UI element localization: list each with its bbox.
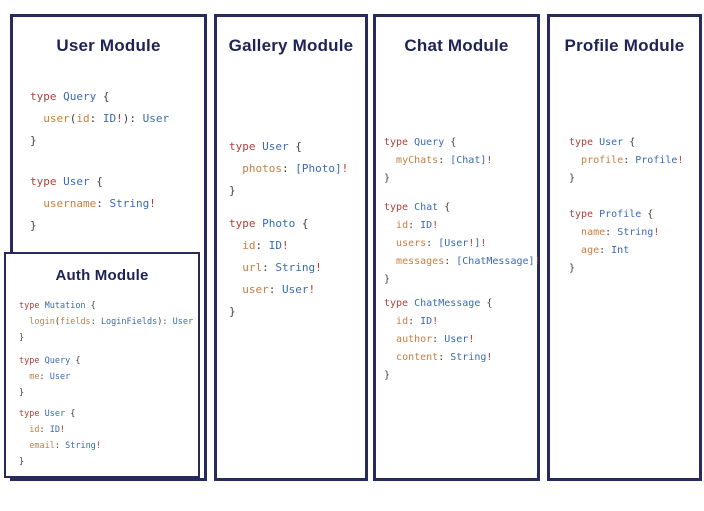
code-line: type ChatMessage {	[384, 298, 493, 309]
code-line: type User {	[19, 409, 76, 419]
code-line: me: User	[29, 372, 71, 382]
gallery-module-title: Gallery Module	[228, 36, 354, 55]
code-line: }	[384, 370, 391, 381]
code-line: type User {	[30, 175, 103, 188]
code-line: id: ID!	[396, 220, 439, 231]
code-line: type Query {	[19, 356, 81, 366]
code-line: messages: [ChatMessage]!	[396, 256, 541, 267]
code-line: profile: Profile!	[581, 155, 684, 166]
user-module-code-query: type Query { user(id: ID!): User}	[30, 86, 169, 152]
code-line: }	[30, 134, 37, 147]
code-line: }	[569, 263, 576, 274]
code-line: }	[19, 333, 25, 343]
code-line: users: [User!]!	[396, 238, 487, 249]
auth-module-title: Auth Module	[55, 267, 149, 284]
code-line: }	[19, 388, 25, 398]
code-line: type Mutation {	[19, 301, 96, 311]
gallery-module-code-user: type User { photos: [Photo]!}	[229, 136, 348, 202]
auth-module-panel: Auth Module type Mutation { login(fields…	[4, 252, 200, 478]
code-line: user: User!	[242, 283, 316, 296]
profile-module-panel: Profile Module type User { profile: Prof…	[547, 14, 702, 481]
code-line: type Photo {	[229, 217, 309, 230]
user-module-title: User Module	[56, 36, 161, 55]
code-line: }	[19, 457, 25, 467]
user-module-code-user: type User { username: String!}	[30, 171, 156, 237]
profile-module-title: Profile Module	[564, 36, 685, 55]
code-line: email: String!	[29, 441, 101, 451]
chat-module-code-chat: type Chat { id: ID! users: [User!]! mess…	[384, 199, 541, 289]
code-line: content: String!	[396, 352, 493, 363]
code-line: username: String!	[43, 197, 156, 210]
profile-module-code-user: type User { profile: Profile!}	[569, 134, 683, 188]
code-line: photos: [Photo]!	[242, 162, 349, 175]
code-line: user(id: ID!): User	[43, 112, 170, 125]
code-line: type Profile {	[569, 209, 654, 220]
auth-module-code-mutation: type Mutation { login(fields: LoginField…	[19, 298, 193, 346]
code-line: author: User!	[396, 334, 475, 345]
code-line: age: Int	[581, 245, 630, 256]
code-line: name: String!	[581, 227, 660, 238]
code-line: type Chat {	[384, 202, 451, 213]
code-line: }	[569, 173, 576, 184]
code-line: type Query {	[30, 90, 110, 103]
chat-module-code-chatmessage: type ChatMessage { id: ID! author: User!…	[384, 295, 492, 385]
code-line: }	[229, 184, 236, 197]
code-line: id: ID!	[396, 316, 439, 327]
code-line: }	[30, 219, 37, 232]
chat-module-panel: Chat Module type Query { myChats: [Chat]…	[373, 14, 541, 481]
code-line: login(fields: LoginFields): User	[29, 317, 194, 327]
auth-module-code-query: type Query { me: User}	[19, 353, 80, 401]
code-line: myChats: [Chat]!	[396, 155, 493, 166]
profile-module-code-profile: type Profile { name: String! age: Int}	[569, 206, 659, 278]
code-line: id: ID!	[29, 425, 66, 435]
code-line: }	[384, 173, 391, 184]
code-line: url: String!	[242, 261, 322, 274]
chat-module-code-query: type Query { myChats: [Chat]!}	[384, 134, 492, 188]
code-line: type User {	[229, 140, 302, 153]
code-line: }	[229, 305, 236, 318]
code-line: type Query {	[384, 137, 457, 148]
auth-module-code-user: type User { id: ID! email: String!}	[19, 406, 101, 470]
code-line: }	[384, 274, 391, 285]
code-line: type User {	[569, 137, 636, 148]
code-line: id: ID!	[242, 239, 289, 252]
gallery-module-panel: Gallery Module type User { photos: [Phot…	[214, 14, 368, 481]
gallery-module-code-photo: type Photo { id: ID! url: String! user: …	[229, 213, 322, 323]
chat-module-title: Chat Module	[404, 36, 509, 55]
